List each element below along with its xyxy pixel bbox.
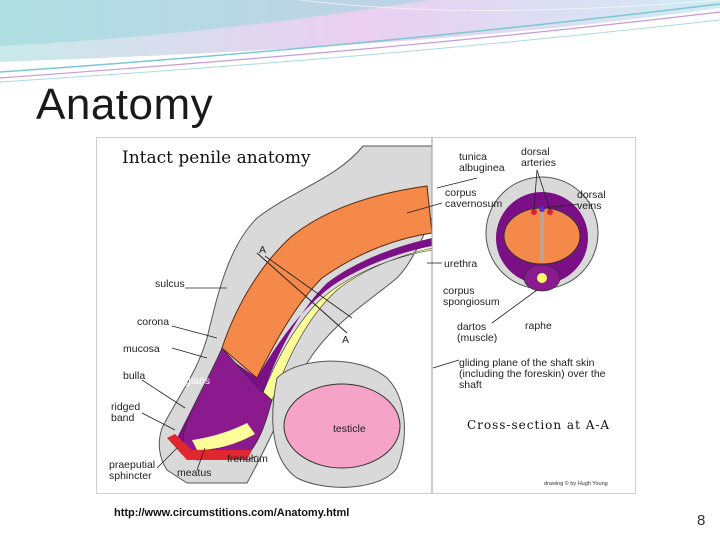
label-ridged-band: ridged band [111, 401, 141, 424]
label-praeputial-sphincter: praeputial sphincter [109, 459, 156, 482]
label-corona: corona [137, 316, 170, 328]
section-line-a-a [256, 252, 348, 334]
source-url[interactable]: http://www.circumstitions.com/Anatomy.ht… [114, 507, 350, 519]
page-number: 8 [697, 512, 706, 529]
label-glans: glans [185, 375, 211, 387]
label-corpus-spongiosum: corpus spongiosum [443, 285, 500, 308]
label-sulcus: sulcus [155, 278, 185, 290]
anatomy-diagram [141, 138, 599, 493]
slide-title: Anatomy [36, 80, 214, 129]
dorsal-artery-dot-right [547, 209, 553, 215]
meatus-shape [192, 423, 255, 450]
label-tunica-albuginea: tunica albuginea [459, 151, 505, 174]
cross-section-title: Cross-section at A-A [467, 418, 611, 432]
label-raphe: raphe [525, 320, 552, 332]
testicle-shape [283, 383, 401, 469]
figure-title: Intact penile anatomy [122, 148, 311, 168]
label-gliding-plane: gliding plane of the shaft skin (includi… [459, 357, 606, 391]
label-testicle: testicle [333, 423, 366, 435]
label-a-bottom: A [342, 334, 350, 346]
dorsal-vein-dot [539, 206, 545, 212]
dorsal-artery-dot-left [531, 209, 537, 215]
label-bulla: bulla [123, 370, 146, 382]
label-dorsal-arteries: dorsal arteries [521, 146, 557, 169]
label-meatus: meatus [177, 467, 212, 479]
label-dorsal-veins: dorsal veins [577, 189, 606, 212]
anatomy-figure: Intact penile anatomy tunica albuginea d… [96, 137, 636, 494]
drawing-credit: drawing © by Hugh Young [544, 481, 608, 487]
ridged-band-shape [167, 434, 252, 460]
leader-lines [141, 169, 580, 471]
label-mucosa: mucosa [123, 343, 160, 355]
cross-section-urethra [537, 273, 547, 283]
label-corpus-cavernosum: corpus cavernosum [445, 187, 503, 210]
decorative-banner [0, 0, 720, 83]
label-a-top: A [259, 244, 267, 256]
label-urethra: urethra [444, 258, 478, 270]
label-frenulum: frenulum [227, 453, 268, 465]
label-dartos: dartos (muscle) [457, 321, 498, 344]
